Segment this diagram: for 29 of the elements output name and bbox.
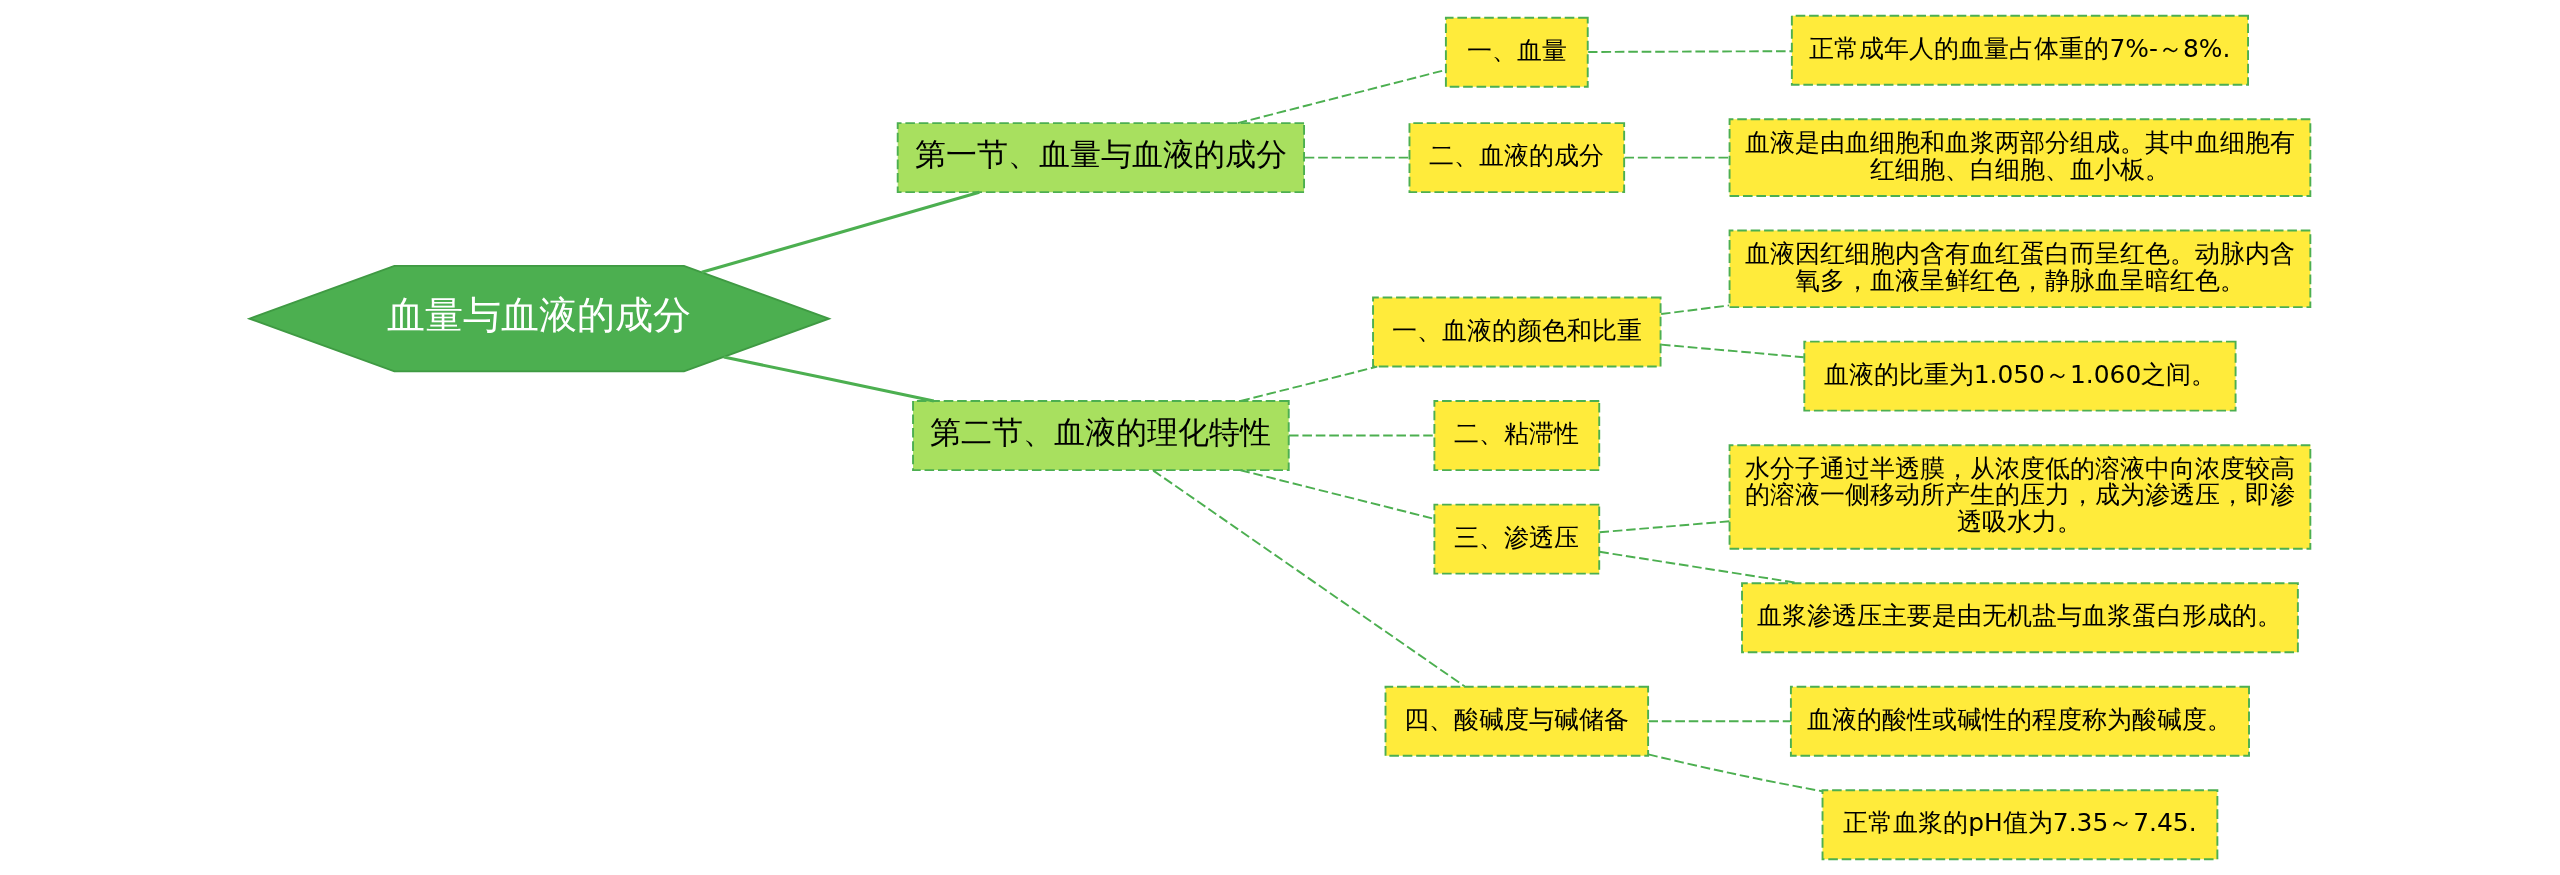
- connector: [1303, 156, 1410, 159]
- node-box: 二、血液的成分: [1408, 122, 1626, 194]
- connector: [1660, 304, 1731, 315]
- node-box: 四、酸碱度与碱储备: [1384, 685, 1650, 757]
- node-box: 水分子通过半透膜，从浓度低的溶液中向浓度较高的溶液一侧移动所产生的压力，成为渗透压，即渗透吸水力。: [1728, 444, 2312, 550]
- node-box: 一、血液的颜色和比重: [1372, 296, 1662, 368]
- node-box: 血液是由血细胞和血浆两部分组成。其中血细胞有红细胞、白细胞、血小板。: [1728, 118, 2312, 197]
- connector: [1239, 365, 1379, 402]
- node-box: 血液因红细胞内含有血红蛋白而呈红色。动脉内含氧多，血液呈鲜红色，静脉血呈暗红色。: [1728, 229, 2312, 309]
- node-box: 第一节、血量与血液的成分: [896, 122, 1305, 194]
- connector: [1152, 469, 1466, 688]
- node-box: 正常成年人的血量占体重的7%-～8%.: [1790, 14, 2249, 86]
- connector: [1660, 343, 1805, 359]
- node-box: 血液的酸性或碱性的程度称为酸碱度。: [1789, 685, 2250, 757]
- node-box: 血液的比重为1.050～1.060之间。: [1803, 340, 2237, 412]
- connector: [701, 190, 980, 274]
- connector: [1623, 156, 1731, 159]
- connector: [1288, 434, 1436, 437]
- connector: [723, 355, 935, 403]
- connector: [1587, 50, 1793, 53]
- node-box: 二、粘滞性: [1433, 400, 1601, 472]
- connector: [1598, 520, 1731, 534]
- connector: [1647, 720, 1792, 723]
- connector: [1647, 753, 1824, 793]
- node-box: 三、渗透压: [1433, 503, 1601, 575]
- node-box: 血浆渗透压主要是由无机盐与血浆蛋白形成的。: [1741, 582, 2299, 654]
- node-box: 第二节、血液的理化特性: [912, 400, 1290, 472]
- node-box: 一、血量: [1444, 16, 1589, 88]
- node-box: 正常血浆的pH值为7.35～7.45.: [1821, 789, 2219, 861]
